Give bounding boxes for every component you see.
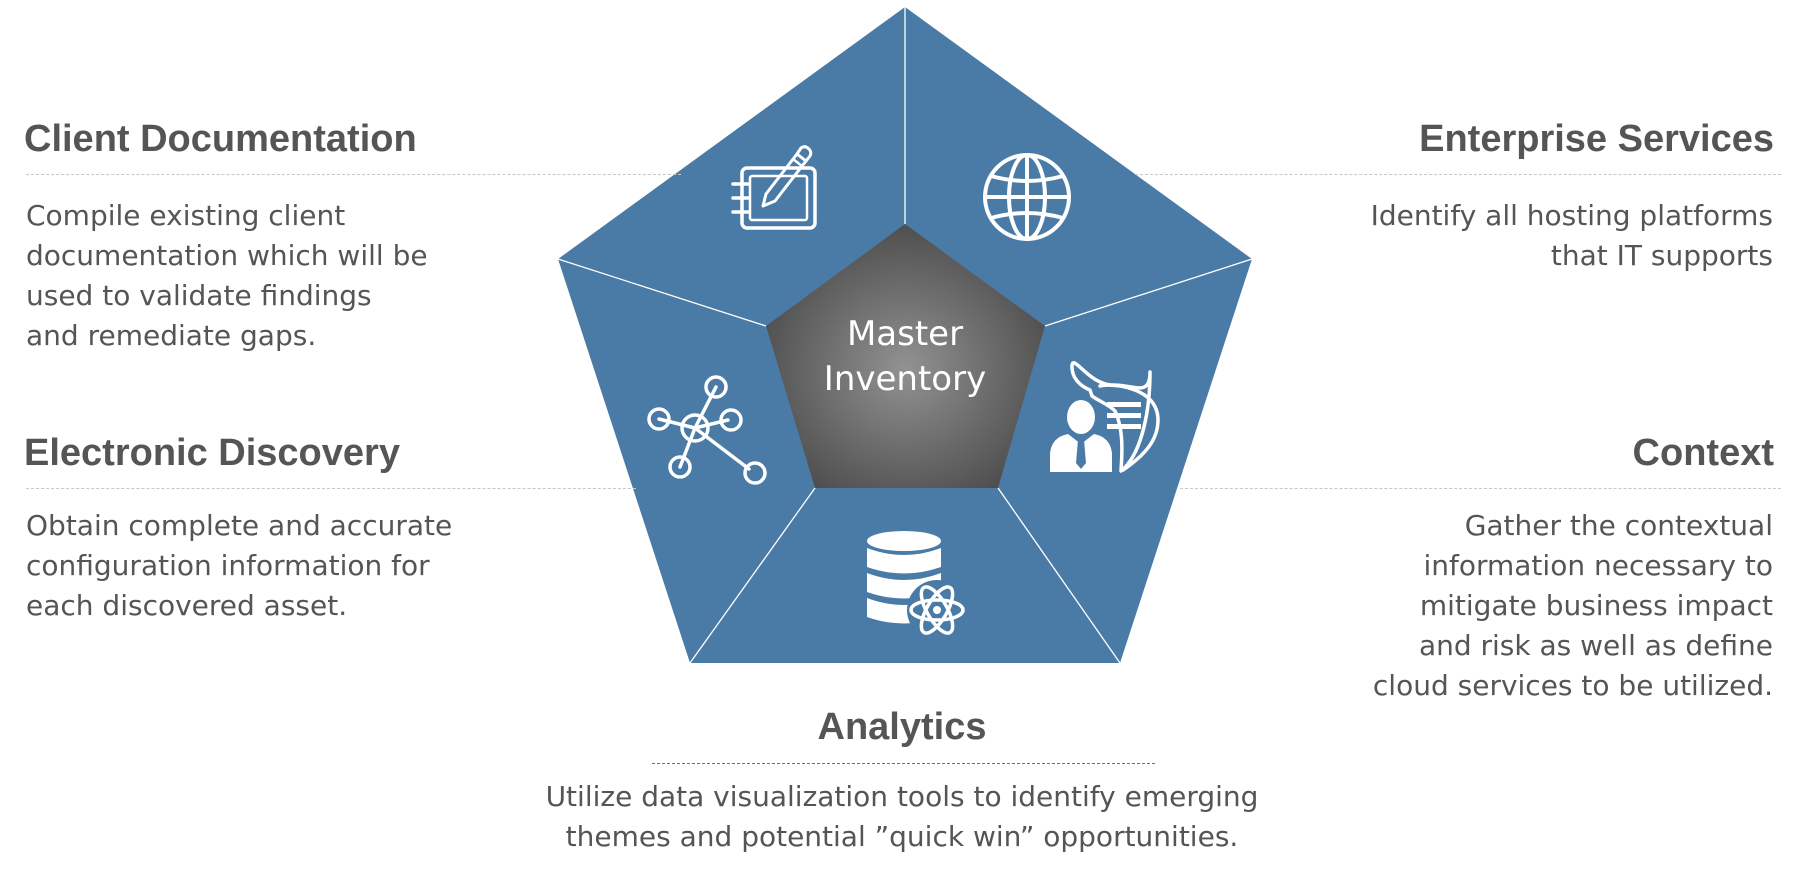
center-label-line1: Master [847, 314, 963, 354]
description-line: configuration information for [26, 549, 430, 582]
description-line: Obtain complete and accurate [26, 509, 453, 542]
description-line: mitigate business impact [1419, 589, 1773, 622]
electronic-discovery-title: Electronic Discovery [24, 432, 400, 474]
globe-icon [983, 153, 1071, 241]
description-line: each discovered asset. [26, 589, 348, 622]
analytics-title: Analytics [817, 706, 987, 748]
notepad-pen-icon [731, 145, 817, 230]
enterprise-services-rule [1135, 174, 1781, 175]
client-documentation-description: Compile existing client documentation wh… [26, 196, 428, 356]
segment-dividers [557, 7, 1253, 664]
electronic-discovery-description: Obtain complete and accurate configurati… [26, 506, 452, 626]
description-line: and remediate gaps. [26, 319, 317, 352]
analytics-rule [652, 763, 1155, 764]
description-line: themes and potential ”quick win” opportu… [565, 820, 1239, 853]
description-line: and risk as well as define [1418, 629, 1773, 662]
description-line: that IT supports [1550, 239, 1773, 272]
description-line: documentation which will be [26, 239, 428, 272]
description-line: Utilize data visualization tools to iden… [545, 780, 1259, 813]
center-label-line2: Inventory [824, 359, 986, 399]
description-line: cloud services to be utilized. [1372, 669, 1773, 702]
context-rule [1180, 488, 1781, 489]
description-line: Gather the contextual [1464, 509, 1773, 542]
center-pentagon [766, 224, 1045, 488]
enterprise-services-description: Identify all hosting platforms that IT s… [1371, 196, 1773, 276]
description-line: Identify all hosting platforms [1370, 199, 1773, 232]
person-speech-icon [1050, 361, 1160, 473]
client-documentation-title: Client Documentation [24, 118, 417, 160]
context-description: Gather the contextual information necess… [1373, 506, 1773, 706]
client-documentation-rule [26, 174, 681, 175]
enterprise-services-title: Enterprise Services [1419, 118, 1774, 160]
electronic-discovery-rule [26, 488, 636, 489]
network-nodes-icon [647, 375, 767, 485]
description-line: information necessary to [1423, 549, 1773, 582]
description-line: used to validate findings [26, 279, 372, 312]
database-atom-icon [867, 531, 967, 640]
description-line: Compile existing client [26, 199, 346, 232]
analytics-description: Utilize data visualization tools to iden… [452, 777, 1352, 857]
context-title: Context [1632, 432, 1774, 474]
